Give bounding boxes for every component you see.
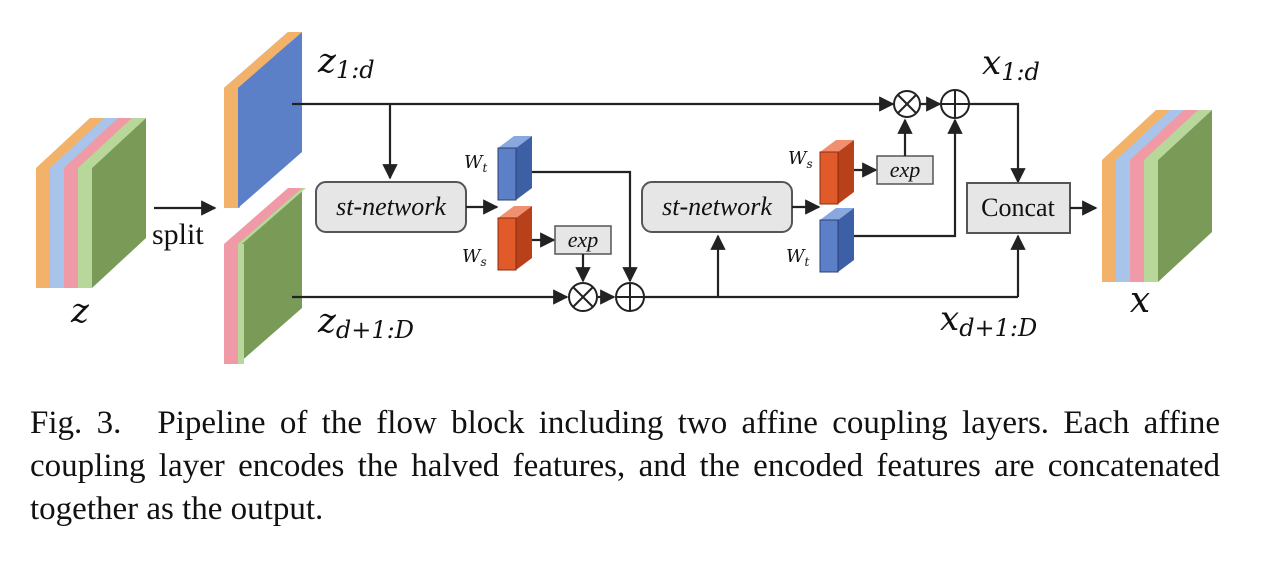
- add2-to-concat: [969, 102, 1026, 184]
- exp-2-box: [876, 155, 934, 185]
- add-node-1: [615, 282, 645, 312]
- z-bottom-label: zd+1:D: [317, 301, 414, 344]
- concat-label: Concat: [981, 193, 1055, 222]
- input-feature-stack: [36, 118, 146, 288]
- add-node-2: [940, 89, 970, 119]
- ws-2-label: Ws: [788, 148, 813, 171]
- multiply-node-2: [893, 90, 921, 118]
- ws-block-2: [819, 140, 854, 205]
- ws-1-label: Ws: [462, 246, 487, 269]
- st-network-2-label: st-network: [662, 192, 772, 221]
- z-top-sub: 1:d: [336, 56, 375, 84]
- flow-block-diagram: z split z1:d zd+1:D st-network W: [36, 32, 1212, 364]
- split-label: split: [152, 218, 204, 251]
- x-bottom-sub: d+1:D: [959, 314, 1037, 342]
- x-top-label: x1:d: [982, 43, 1040, 86]
- caption-figure-number: Fig. 3.: [30, 405, 122, 441]
- wt2-to-add2: [854, 118, 963, 238]
- multiply-node-1: [568, 282, 598, 312]
- wt-block-1: [497, 136, 532, 201]
- z-top-block: [224, 32, 302, 208]
- exp-1-box: [554, 225, 612, 255]
- output-label: x: [1130, 280, 1150, 321]
- st-network-1-label: st-network: [336, 192, 446, 221]
- wt-2-label: Wt: [786, 246, 810, 269]
- input-label: z: [70, 291, 90, 331]
- ws-block-1: [497, 206, 532, 271]
- wt-1-label: Wt: [464, 152, 488, 175]
- exp-1-label: exp: [568, 227, 599, 252]
- exp-2-label: exp: [890, 157, 921, 182]
- figure-caption: Fig. 3.Pipeline of the flow block includ…: [30, 402, 1220, 531]
- z-bottom-block: [224, 188, 306, 364]
- output-feature-stack: [1102, 110, 1212, 282]
- z-bottom-sub: d+1:D: [336, 316, 414, 344]
- x-bottom-label: xd+1:D: [940, 299, 1037, 342]
- z-top-label: z1:d: [317, 41, 375, 84]
- caption-text: Pipeline of the flow block including two…: [30, 405, 1220, 527]
- wt-block-2: [819, 208, 854, 273]
- wt1-to-add1: [532, 170, 638, 283]
- x-top-sub: 1:d: [1001, 58, 1040, 86]
- concat-box: [966, 182, 1071, 234]
